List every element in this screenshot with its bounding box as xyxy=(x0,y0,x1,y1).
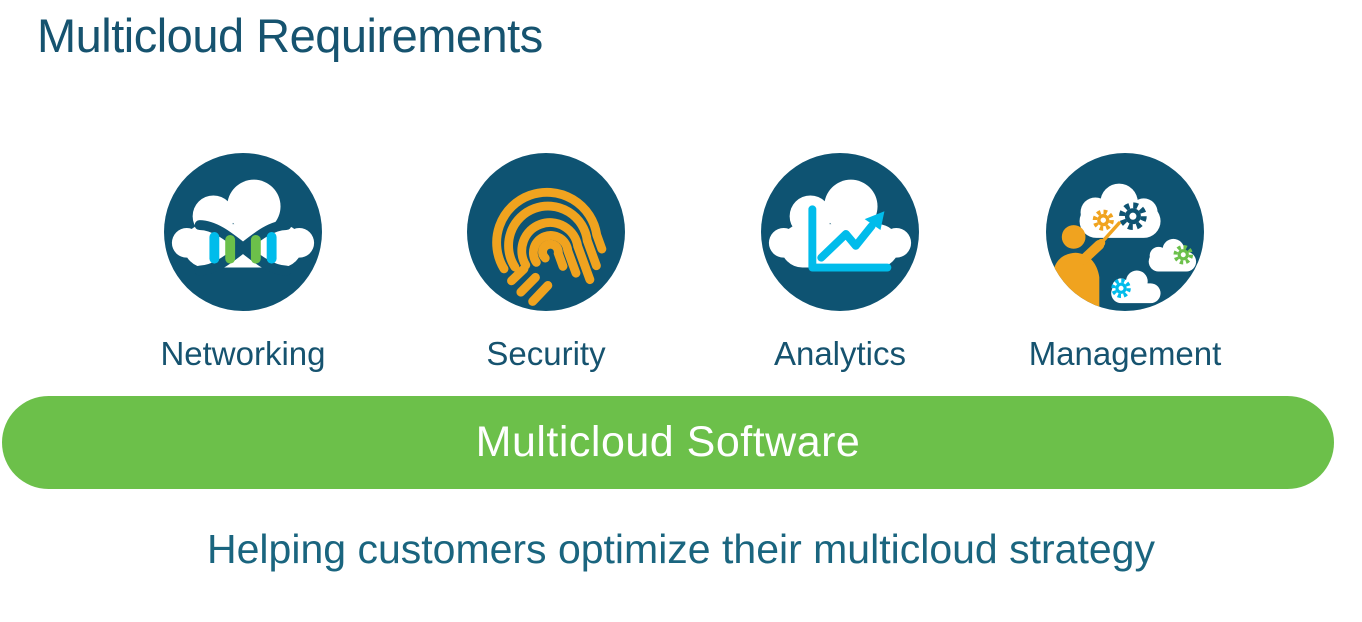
networking-cloud-dna-icon xyxy=(164,153,322,311)
requirement-label: Security xyxy=(486,335,606,372)
multicloud-software-label: Multicloud Software xyxy=(475,418,861,466)
slide-tagline: Helping customers optimize their multicl… xyxy=(207,526,1155,572)
requirement-networking: Networking xyxy=(123,153,363,373)
analytics-cloud-chart-icon xyxy=(761,153,919,311)
multicloud-software-bar: Multicloud Software xyxy=(2,396,1334,489)
requirement-management: Management xyxy=(1005,153,1245,373)
requirement-analytics: Analytics xyxy=(720,153,960,373)
requirement-label: Networking xyxy=(160,335,326,372)
requirement-label: Management xyxy=(1028,335,1222,372)
slide-title: Multicloud Requirements xyxy=(37,9,543,62)
management-clouds-gears-icon xyxy=(1046,153,1204,311)
requirement-label: Analytics xyxy=(773,335,907,372)
requirement-security: Security xyxy=(426,153,666,373)
security-fingerprint-icon xyxy=(467,153,625,311)
